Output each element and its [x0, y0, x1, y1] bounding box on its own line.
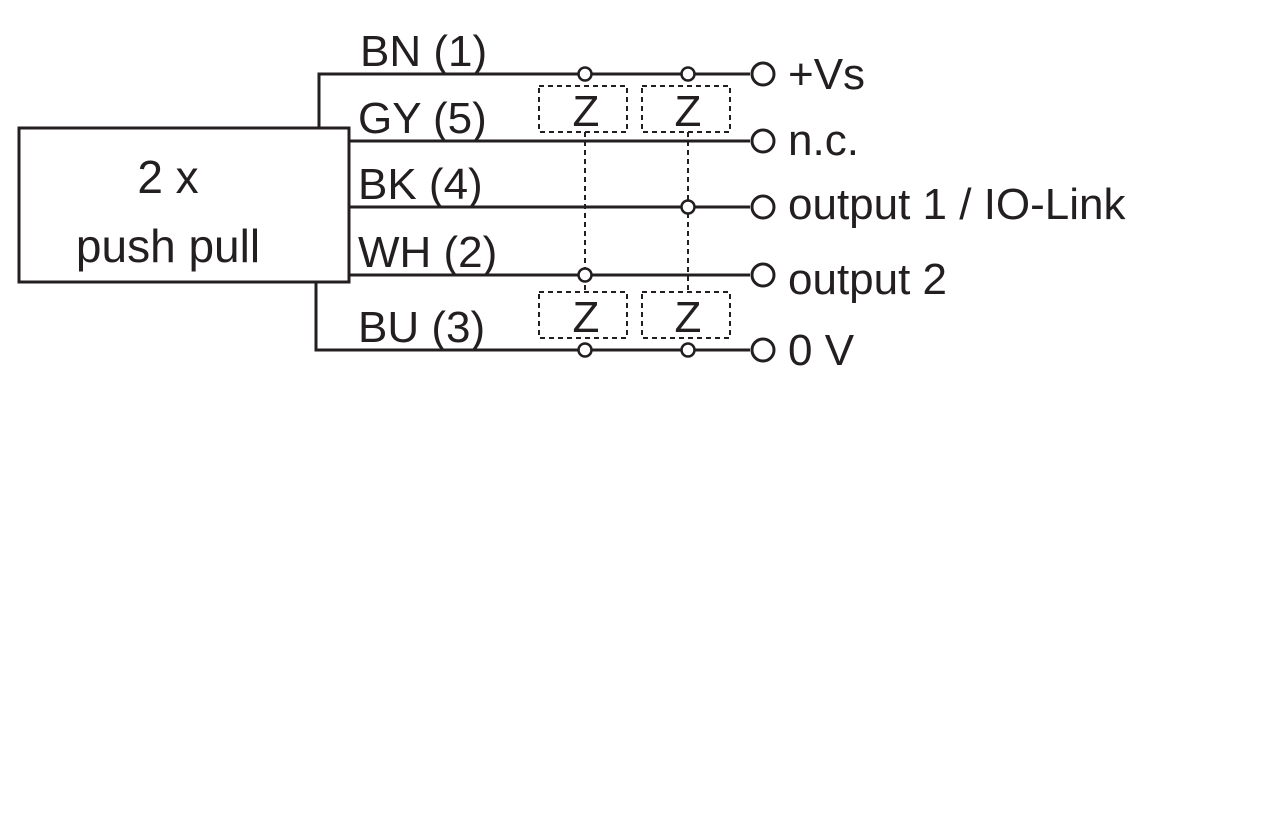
terminal-label-nc: n.c. — [788, 116, 859, 165]
device-block — [17, 126, 351, 284]
load-symbol-top-2: Z — [675, 87, 702, 136]
load-box-top-2 — [641, 85, 731, 133]
wire-bn — [317, 72, 750, 128]
load-symbol-bottom-2: Z — [675, 293, 702, 342]
wire-label-bk: BK (4) — [358, 160, 483, 209]
junction-node-wh — [577, 267, 593, 283]
terminal-output-1 — [750, 194, 776, 220]
wire-label-bn: BN (1) — [360, 27, 487, 76]
wire-label-wh: WH (2) — [358, 228, 497, 277]
load-box-bottom-1 — [538, 291, 628, 339]
junction-node-bn-2 — [680, 66, 696, 82]
device-block-line1: 2 x — [137, 151, 198, 203]
load-box-bottom-2 — [641, 291, 731, 339]
terminal-label-output-2: output 2 — [788, 255, 947, 304]
terminal-output-2 — [750, 262, 776, 288]
load-symbol-top-1: Z — [573, 87, 600, 136]
terminal-0v — [750, 337, 776, 363]
terminal-label-0v: 0 V — [788, 326, 855, 375]
junction-node-bn-1 — [577, 66, 593, 82]
load-symbol-bottom-1: Z — [573, 293, 600, 342]
junction-node-bu-2 — [680, 342, 696, 358]
terminal-label-output-1: output 1 / IO-Link — [788, 180, 1127, 229]
terminal-label-vs: +Vs — [788, 50, 865, 99]
wire-label-bu: BU (3) — [358, 303, 485, 352]
terminal-vs — [750, 61, 776, 87]
terminal-nc — [750, 128, 776, 154]
junction-node-bk — [680, 199, 696, 215]
load-box-top-1 — [538, 85, 628, 133]
junction-node-bu-1 — [577, 342, 593, 358]
device-block-line2: push pull — [76, 220, 260, 272]
wire-bu — [314, 282, 750, 352]
wire-label-gy: GY (5) — [358, 94, 487, 143]
